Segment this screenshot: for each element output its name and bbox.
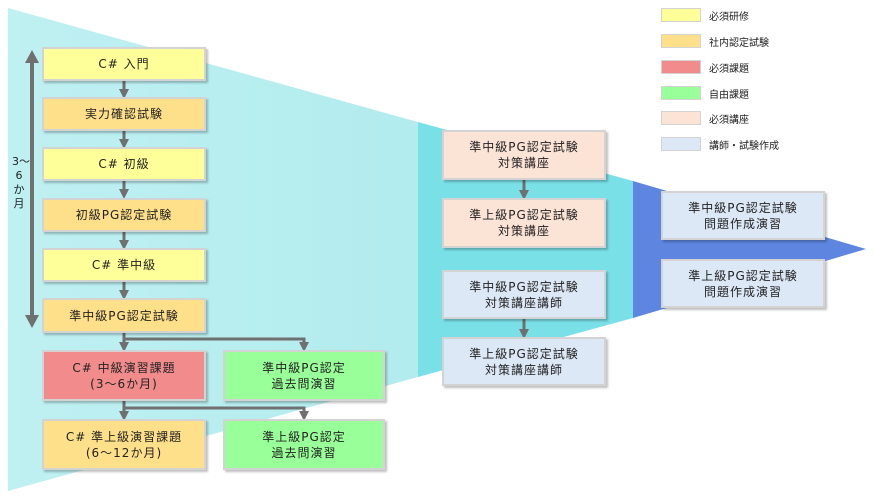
node-pre-intermediate-authoring: 準中級PG認定試験 問題作成演習 [661,191,825,240]
node-sublabel: 対策講座 [497,224,550,238]
legend-label: 社内認定試験 [709,37,769,49]
legend-label: 必須課題 [709,63,749,75]
legend-item-instructor: 講師・試験作成 [661,135,779,153]
node-label: 準中級PG認定 [262,360,346,375]
legend-label: 講師・試験作成 [709,140,779,152]
node-pre-intermediate-course: 準中級PG認定試験 対策講座 [442,130,606,180]
node-pre-advanced-course: 準上級PG認定試験 対策講座 [442,198,606,248]
node-c-intro: C# 入門 [42,47,206,81]
legend-item-required-assignment: 必須課題 [661,58,749,76]
node-sublabel: 過去問演習 [271,445,337,460]
node-label: C# 中級演習課題 [72,360,176,375]
legend-swatch [661,34,701,48]
node-pre-advanced-authoring: 準上級PG認定試験 問題作成演習 [661,259,825,308]
node-sublabel: (3〜6か月) [90,376,158,391]
node-c-intermediate-exercise: C# 中級演習課題 (3〜6か月) [42,350,206,401]
node-label: C# 初級 [98,157,150,171]
node-sublabel: 対策講座講師 [484,295,563,310]
node-label: 準中級PG認定試験 [469,140,579,154]
node-sublabel: 問題作成演習 [703,216,782,231]
legend-swatch [661,86,701,100]
legend-label: 必須講座 [709,114,749,126]
node-pre-intermediate-past-exam: 準中級PG認定 過去問演習 [223,350,385,401]
legend-swatch [661,60,701,74]
node-sublabel: 問題作成演習 [703,284,782,299]
node-sublabel: (6〜12か月) [85,445,163,460]
node-pre-intermediate-instructor: 準中級PG認定試験 対策講座講師 [442,270,606,319]
node-pre-advanced-past-exam: 準上級PG認定 過去問演習 [223,419,385,470]
node-label: 準上級PG認定試験 [688,268,798,283]
duration-arrow [25,50,39,328]
legend-item-required-course: 必須講座 [661,109,749,127]
legend-label: 必須研修 [709,11,749,23]
node-skill-exam: 実力確認試験 [42,97,206,131]
legend-swatch [661,8,701,22]
node-label: 初級PG認定試験 [75,208,173,222]
node-label: 準中級PG認定試験 [469,279,579,294]
node-label: 準上級PG認定試験 [469,346,579,361]
flow-connectors [119,81,529,421]
node-c-pre-intermediate: C# 準中級 [42,248,206,282]
node-label: C# 準中級 [91,258,157,272]
legend-label: 自由課題 [709,89,749,101]
node-pre-intermediate-pg-exam: 準中級PG認定試験 [42,298,206,333]
node-label: C# 準上級演習課題 [65,429,183,444]
legend-item-required-training: 必須研修 [661,6,749,24]
node-pre-advanced-instructor: 準上級PG認定試験 対策講座講師 [442,337,606,386]
node-label: 準中級PG認定試験 [688,200,798,215]
node-sublabel: 対策講座講師 [484,362,563,377]
node-label: C# 入門 [98,57,150,71]
node-sublabel: 対策講座 [497,156,550,170]
legend-swatch [661,111,701,125]
duration-label: 3〜6か月 [12,155,30,210]
legend-item-internal-exam: 社内認定試験 [661,32,769,50]
legend-item-free-assignment: 自由課題 [661,84,749,102]
node-c-beginner: C# 初級 [42,147,206,181]
node-sublabel: 過去問演習 [271,376,337,391]
node-label: 準上級PG認定試験 [469,208,579,222]
node-c-pre-advanced-exercise: C# 準上級演習課題 (6〜12か月) [42,419,206,470]
node-label: 準中級PG認定試験 [69,308,179,323]
node-label: 実力確認試験 [84,107,163,121]
node-beginner-pg-exam: 初級PG認定試験 [42,198,206,232]
legend-swatch [661,137,701,151]
node-label: 準上級PG認定 [262,429,346,444]
